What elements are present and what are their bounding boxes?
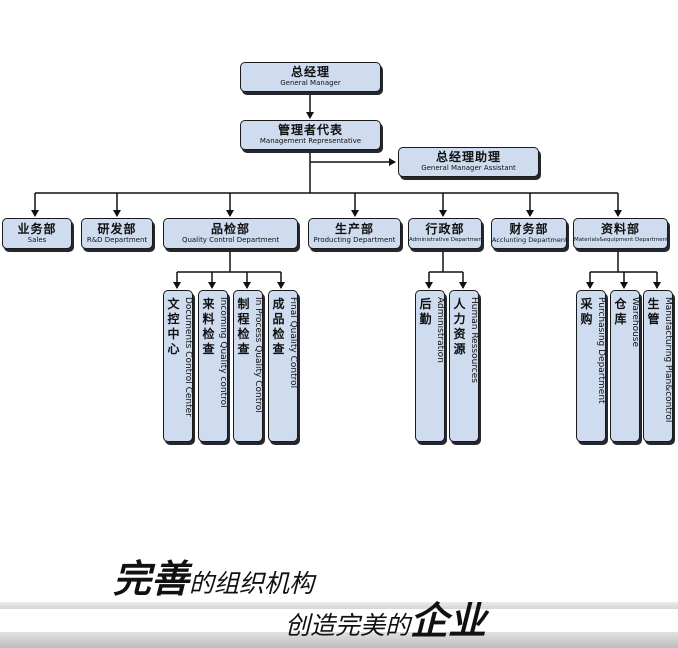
dept-sales-zh: 业务部 — [17, 222, 57, 236]
gm-assistant-en: General Manager Assistant — [421, 164, 516, 172]
unit-incoming-qc: 来料检查 Incoming Quality control — [198, 290, 228, 442]
dept-quality-control-zh: 品检部 — [210, 222, 250, 236]
unit-manufacturing-plan-zh: 生管 — [647, 297, 660, 326]
unit-human-resources-en: Human Ressources — [469, 297, 479, 383]
unit-final-qc-zh: 成品检查 — [272, 297, 285, 356]
dept-sales-en: Sales — [27, 236, 47, 244]
dept-quality-control: 品检部 Quality Control Department — [163, 218, 298, 249]
unit-logistics-zh: 后勤 — [419, 297, 432, 326]
unit-manufacturing-plan: 生管 Manufacturing Plan&control — [643, 290, 673, 442]
dept-production-zh: 生产部 — [334, 222, 374, 236]
slogan-band-upper — [0, 602, 678, 609]
slogan-line-2-emphasis: 企业 — [410, 599, 487, 643]
unit-final-qc-en: Final Quality Control — [288, 297, 298, 389]
management-representative-en: Management Representative — [259, 137, 362, 145]
unit-manufacturing-plan-en: Manufacturing Plan&control — [663, 297, 673, 423]
dept-rd: 研发部 R&D Department — [81, 218, 153, 249]
management-representative-box: 管理者代表 Management Representative — [240, 120, 381, 150]
slogan-line-2: 创造完美的企业 — [285, 590, 486, 645]
dept-sales: 业务部 Sales — [2, 218, 72, 249]
unit-warehouse: 仓库 Warehouse — [610, 290, 640, 442]
management-representative-zh: 管理者代表 — [277, 123, 343, 137]
dept-administrative-zh: 行政部 — [425, 222, 465, 236]
dept-quality-control-en: Quality Control Department — [181, 236, 280, 244]
unit-documents-control-en: Documents Control Center — [183, 297, 193, 417]
slogan-line-1: 完善的组织机构 — [113, 548, 314, 603]
unit-warehouse-en: Warehouse — [630, 297, 640, 348]
gm-assistant-zh: 总经理助理 — [435, 150, 501, 164]
dept-production-en: Producting Department — [313, 236, 396, 244]
unit-purchasing: 采购 Purchasing Department — [576, 290, 606, 442]
general-manager-zh: 总经理 — [290, 65, 330, 79]
unit-final-qc: 成品检查 Final Quality Control — [268, 290, 298, 442]
unit-in-process-qc-en: In Process Quality Control — [253, 297, 263, 413]
dept-finance-en: Acclunting Department — [492, 236, 567, 244]
dept-production: 生产部 Producting Department — [308, 218, 401, 249]
slogan-line-1-text: 的组织机构 — [189, 569, 315, 598]
general-manager-box: 总经理 General Manager — [240, 62, 381, 92]
slogan-line-1-emphasis: 完善 — [113, 557, 190, 601]
unit-human-resources: 人力资源 Human Ressources — [449, 290, 479, 442]
unit-logistics: 后勤 Administration — [415, 290, 445, 442]
slogan-line-2-text: 创造完美的 — [285, 611, 411, 640]
dept-finance-zh: 财务部 — [509, 222, 549, 236]
unit-in-process-qc: 制程检查 In Process Quality Control — [233, 290, 263, 442]
slogan-band-lower — [0, 632, 678, 648]
unit-documents-control-zh: 文控中心 — [167, 297, 180, 356]
unit-documents-control: 文控中心 Documents Control Center — [163, 290, 193, 442]
unit-purchasing-zh: 采购 — [580, 297, 593, 326]
unit-in-process-qc-zh: 制程检查 — [237, 297, 250, 356]
dept-administrative: 行政部 Administrative Department — [408, 218, 482, 249]
dept-finance: 财务部 Acclunting Department — [491, 218, 567, 249]
unit-logistics-en: Administration — [435, 297, 445, 363]
unit-human-resources-zh: 人力资源 — [453, 297, 466, 356]
dept-materials-zh: 资料部 — [600, 222, 640, 236]
unit-purchasing-en: Purchasing Department — [596, 297, 606, 404]
dept-materials-en: Materials&equipment Department — [574, 237, 668, 243]
unit-warehouse-zh: 仓库 — [614, 297, 627, 326]
unit-incoming-qc-en: Incoming Quality control — [218, 297, 228, 408]
dept-administrative-en: Administrative Department — [409, 237, 482, 243]
general-manager-en: General Manager — [280, 79, 341, 87]
dept-materials: 资料部 Materials&equipment Department — [573, 218, 668, 249]
dept-rd-en: R&D Department — [86, 236, 148, 244]
unit-incoming-qc-zh: 来料检查 — [202, 297, 215, 356]
gm-assistant-box: 总经理助理 General Manager Assistant — [398, 147, 539, 177]
dept-rd-zh: 研发部 — [97, 222, 137, 236]
